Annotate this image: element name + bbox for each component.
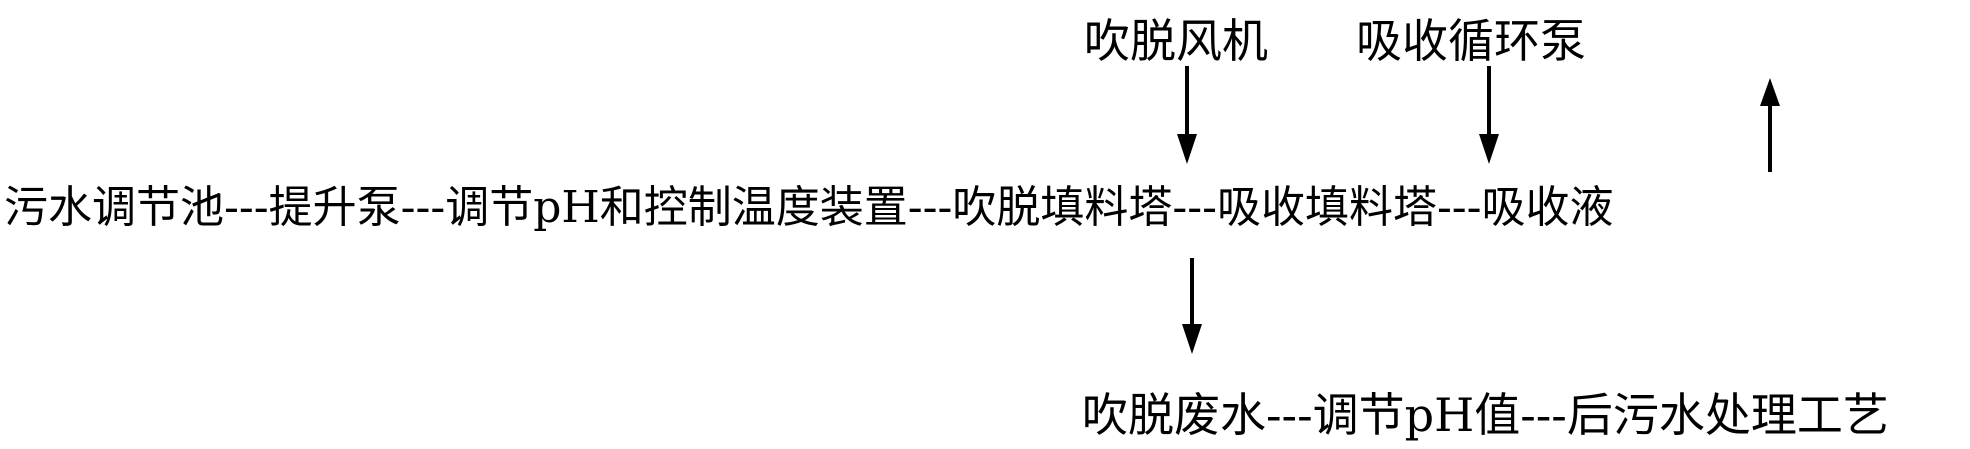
absorption-circulation-pump-label: 吸收循环泵 — [1356, 14, 1586, 68]
arrow-stripping-tower-to-wastewater — [1182, 258, 1202, 354]
arrow-pump-to-absorption-tower — [1479, 66, 1499, 164]
stripping-fan-label: 吹脱风机 — [1084, 14, 1268, 68]
arrow-absorption-liquid-up — [1760, 78, 1780, 172]
main-flow-line: 污水调节池---提升泵---调节pH和控制温度装置---吹脱填料塔---吸收填料… — [4, 182, 1614, 233]
arrow-fan-to-stripping-tower — [1177, 66, 1197, 164]
bottom-flow-line: 吹脱废水---调节pH值---后污水处理工艺 — [1082, 388, 1889, 442]
